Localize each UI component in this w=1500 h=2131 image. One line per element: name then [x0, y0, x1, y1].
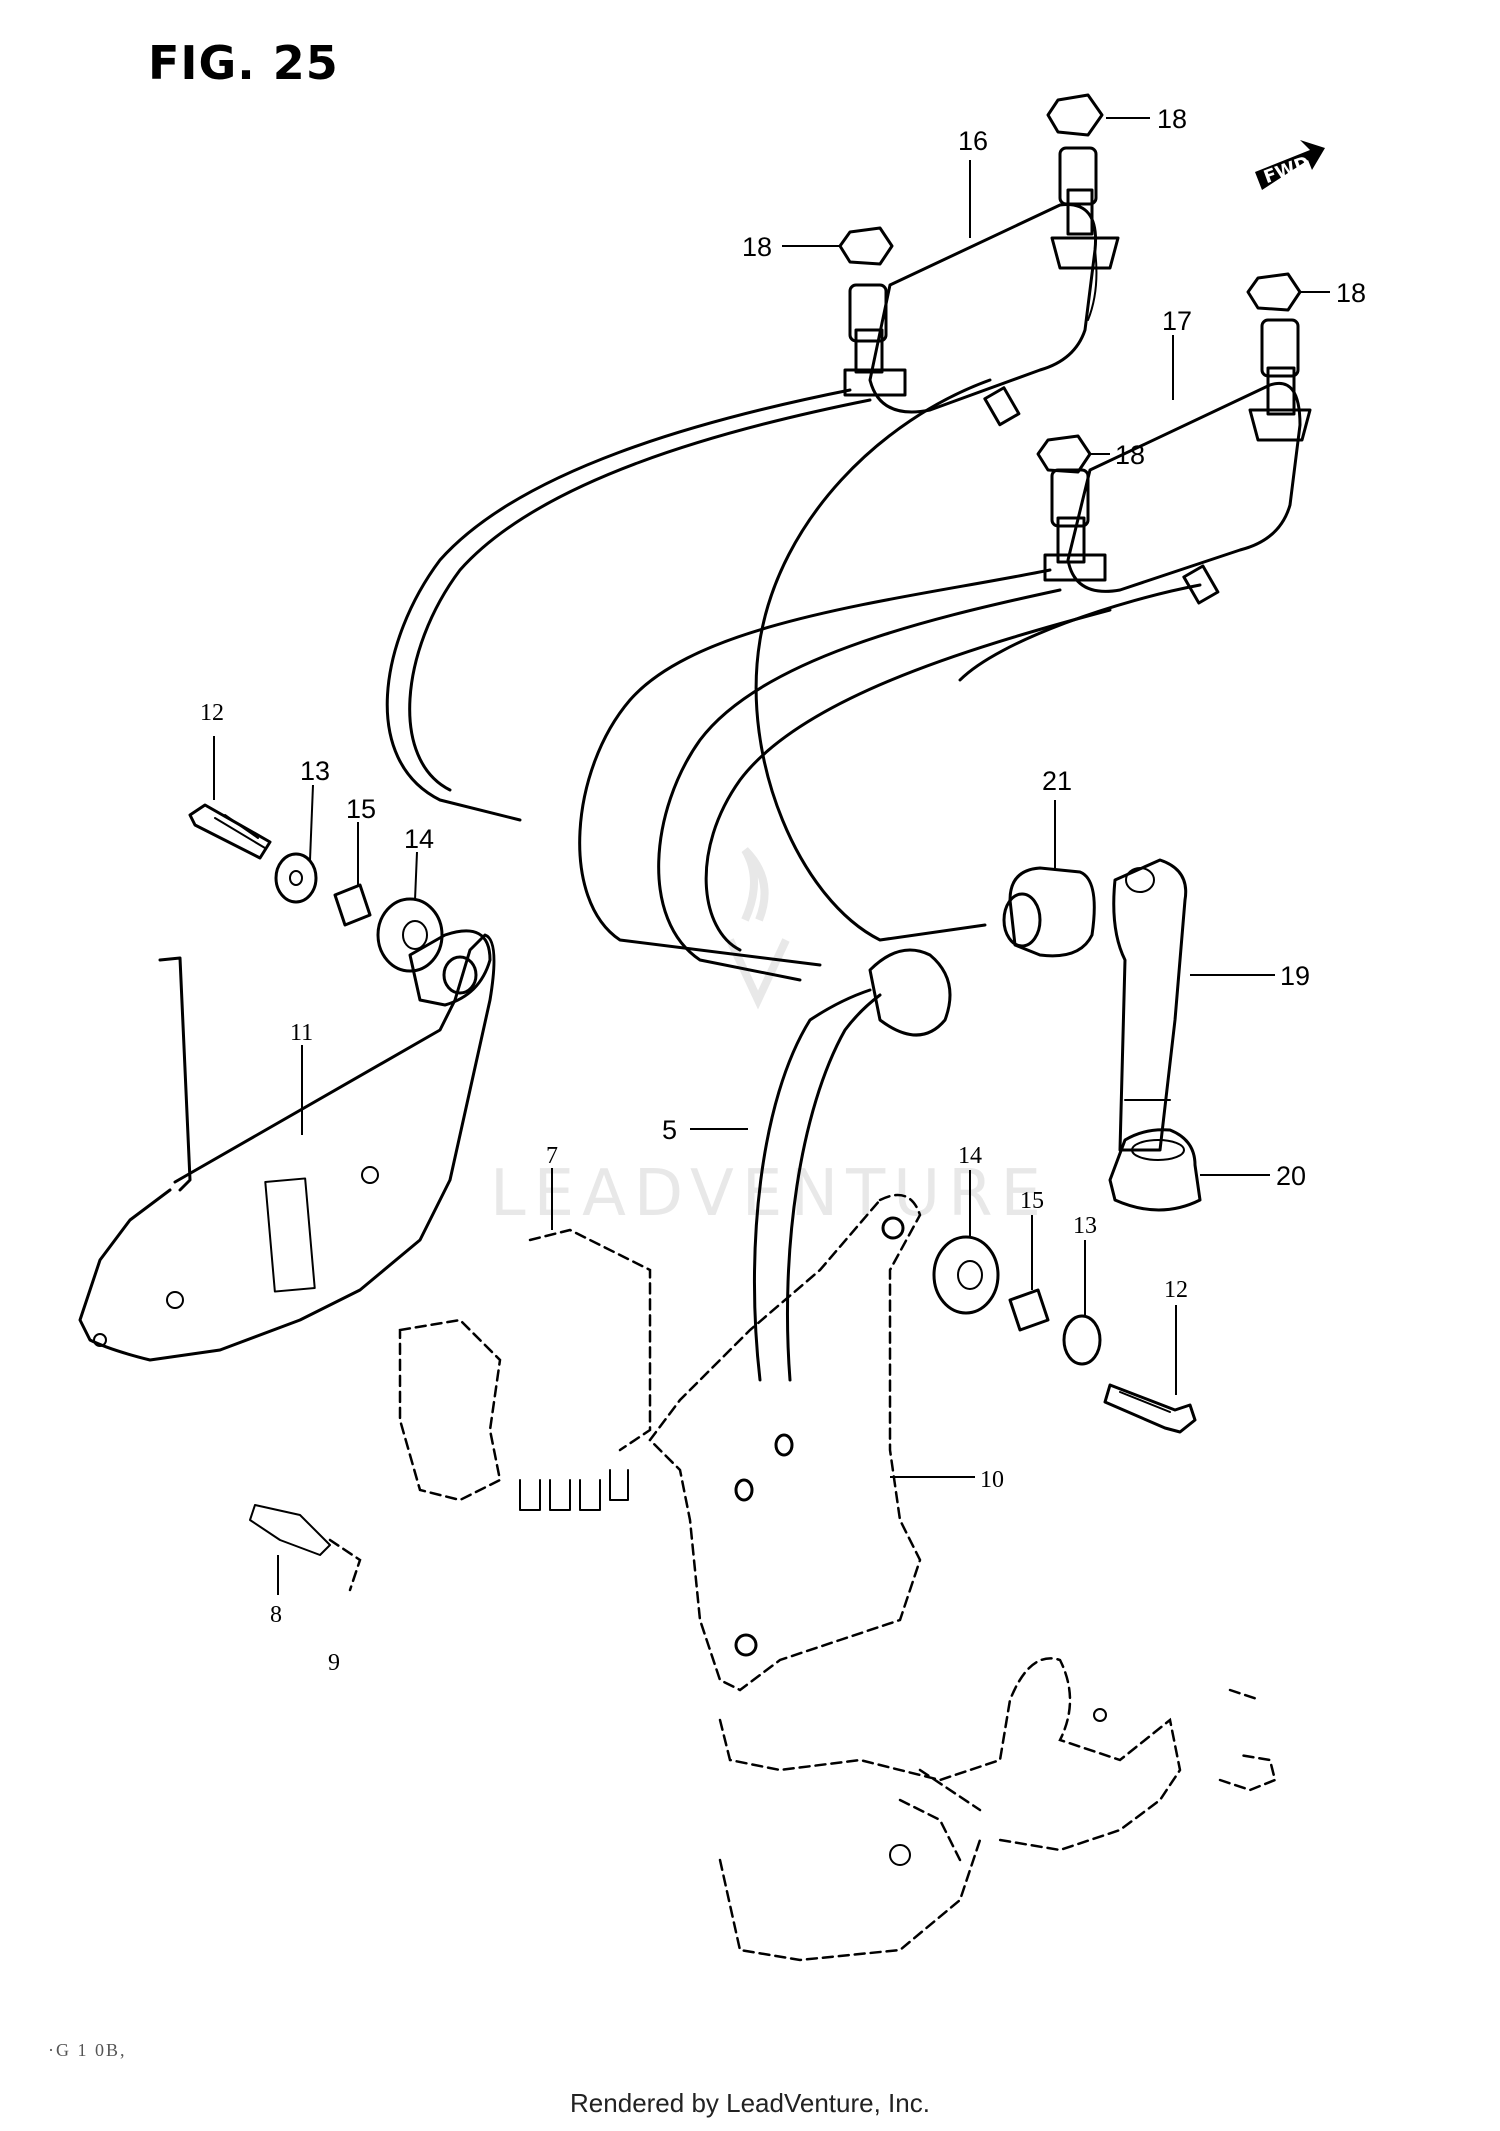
- fwd-arrow: FWD: [1255, 140, 1325, 190]
- callout-11: 11: [290, 1020, 313, 1046]
- callout-8: 8: [270, 1602, 282, 1628]
- bolt-8: [249, 1504, 362, 1592]
- callout-14-left: 14: [404, 824, 434, 854]
- leader-lines: [213, 117, 1330, 1595]
- spark-plug-cap-19: [1112, 858, 1188, 1152]
- callout-12-right: 12: [1164, 1277, 1188, 1303]
- callout-7: 7: [546, 1143, 558, 1169]
- engine-assembly-background: [718, 1657, 1277, 1962]
- callout-19: 19: [1280, 961, 1310, 991]
- ignition-coil-16: [838, 93, 1120, 414]
- scan-code-text: ·G 1 0B,: [48, 2040, 127, 2060]
- bracket-11: [78, 929, 496, 1362]
- callout-16: 16: [958, 126, 988, 156]
- lead-wire-5: [752, 948, 952, 1382]
- callout-18-middle: 18: [1115, 440, 1145, 470]
- callout-15-right: 15: [1020, 1188, 1044, 1214]
- callout-18-top: 18: [1157, 104, 1187, 134]
- callout-17: 17: [1162, 306, 1192, 336]
- callout-18-right: 18: [1336, 278, 1366, 308]
- callout-9: 9: [328, 1650, 340, 1676]
- cap-21: [1002, 866, 1096, 958]
- bracket-10: [648, 1193, 922, 1692]
- figure-title: FIG. 25: [148, 36, 339, 90]
- igniter-unit-7: [398, 1228, 652, 1511]
- high-tension-leads: [385, 378, 1220, 982]
- callout-14-right: 14: [958, 1143, 982, 1169]
- seal-20: [1108, 1128, 1202, 1212]
- mounting-hardware-right: [932, 1235, 1197, 1434]
- footer-credit: Rendered by LeadVenture, Inc.: [570, 2088, 930, 2118]
- callout-13-right: 13: [1073, 1213, 1097, 1239]
- callout-12-left: 12: [200, 700, 224, 726]
- callout-20: 20: [1276, 1161, 1306, 1191]
- callout-10: 10: [980, 1467, 1004, 1493]
- callout-15-left: 15: [346, 794, 376, 824]
- callout-18-left: 18: [742, 232, 772, 262]
- watermark-text: LEADVENTURE: [490, 1157, 1049, 1231]
- callout-numbers: 16 18 18 18 18 17 12 13 15 14 21 19 11 7…: [200, 104, 1366, 1676]
- callout-21: 21: [1042, 766, 1072, 796]
- fwd-label: FWD: [1261, 152, 1312, 188]
- callout-5: 5: [662, 1115, 677, 1145]
- callout-13-left: 13: [300, 756, 330, 786]
- ignition-coil-17: [1036, 272, 1312, 593]
- leadventure-watermark: LEADVENTURE: [490, 847, 1049, 1231]
